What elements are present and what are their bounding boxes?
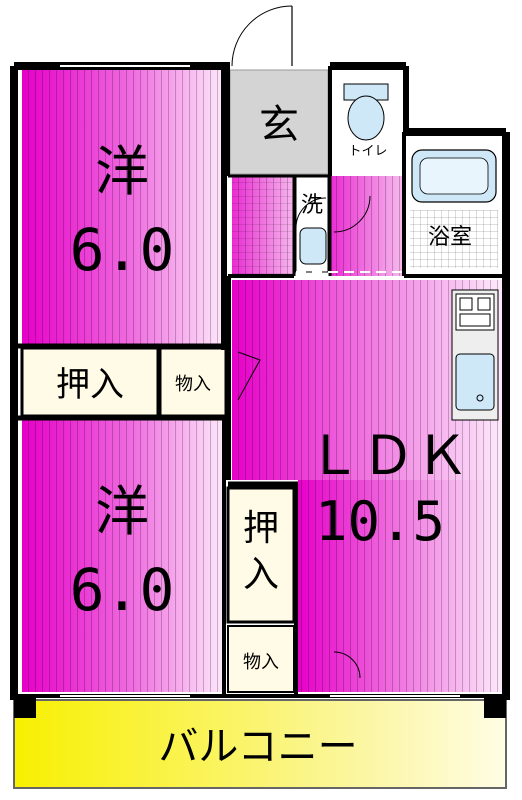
western-top-kanji: 洋 [95,140,149,203]
toilet-label: トイレ [348,144,387,159]
closet-left-label: 押入 [56,365,124,405]
western-top-size: 6.0 [70,216,175,284]
genkan-label: 玄 [259,102,299,148]
western-bottom-kanji: 洋 [95,480,149,543]
entrance-door [231,5,293,67]
storage-middle-label: 物入 [243,652,279,673]
ldk-label: ＬＤＫ [307,424,469,487]
washroom [295,175,329,273]
inner-door-arcs [237,195,371,679]
genkan [229,69,329,175]
kitchen-counter [451,289,499,421]
bath-label: 浴室 [428,225,472,250]
closet-middle-label-top: 押入 [243,508,279,595]
walls [10,62,510,718]
western-room-bottom [22,420,222,692]
washroom-label: 洗 [301,193,323,218]
windows [60,65,460,697]
storage-left-label: 物入 [175,374,211,395]
closet-middle [226,486,296,624]
balcony [13,699,507,789]
western-bottom-size: 6.0 [70,556,175,624]
ldk-size: 10.5 [315,490,445,553]
ldk-room [232,280,502,692]
hallway [232,176,402,276]
western-room-top [22,70,222,344]
storage-middle [227,625,295,693]
bathroom [406,136,502,272]
toilet-room [332,70,404,174]
balcony-label: バルコニー [158,724,357,770]
